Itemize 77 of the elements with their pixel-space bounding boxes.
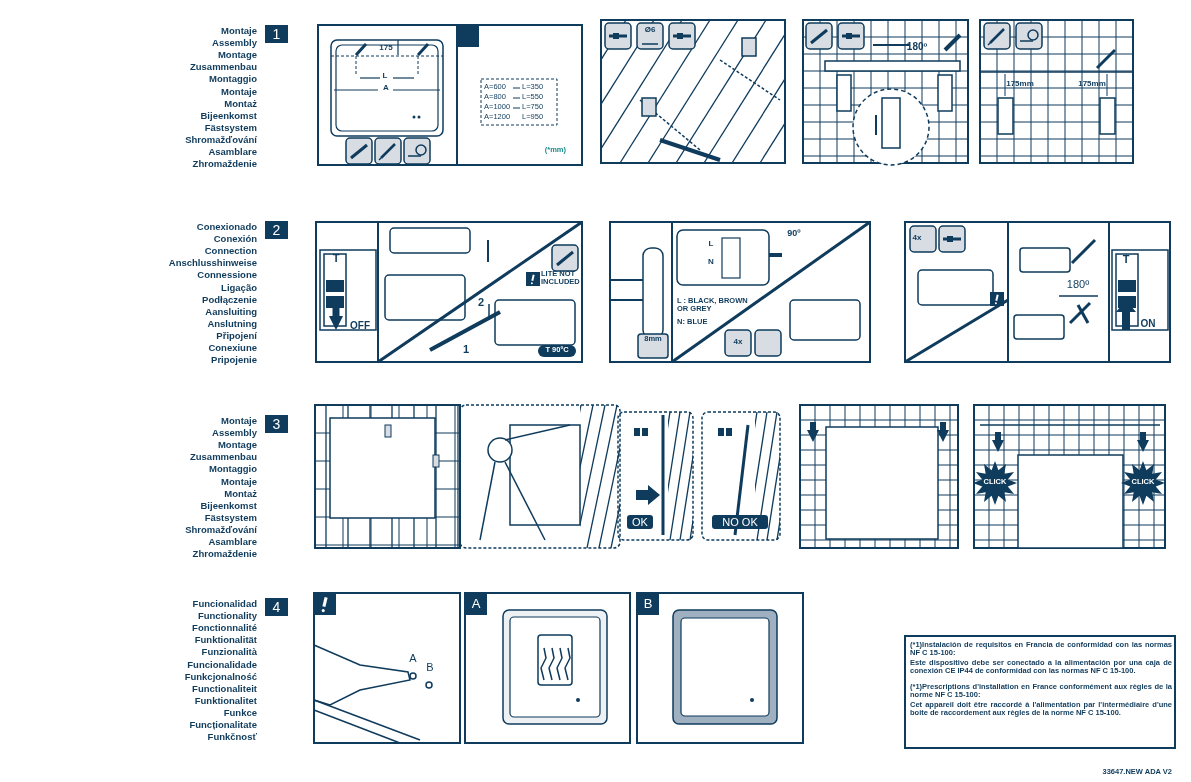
step-title-translation: Funkčnosť	[206, 732, 257, 743]
dimension-value: 175mm	[1077, 80, 1107, 89]
step-number: 3	[265, 415, 288, 433]
wire-label: L	[707, 240, 715, 249]
ok-label: OK	[627, 515, 653, 530]
dimension-label: L	[381, 72, 389, 81]
size-label: Ø6	[643, 26, 657, 35]
mode-letter: B	[642, 597, 654, 612]
step-title-translation: Montaggio	[208, 464, 257, 475]
dimension-value: 175mm	[1005, 80, 1035, 89]
step-title-translation: Funkcjonalność	[183, 671, 257, 683]
step-title-translation: Asamblare	[207, 147, 257, 158]
step-title-translation: Connection	[203, 246, 257, 257]
step-title-translation: Montaje	[220, 86, 257, 97]
step-title-translation: Conexiune	[207, 343, 257, 354]
step-title-translation: Montaggio	[208, 74, 257, 85]
step-title-translation: Functionality	[196, 611, 257, 622]
quantity-label: 4x	[911, 234, 923, 243]
step-number: 4	[265, 598, 288, 616]
step-number: 2	[476, 296, 486, 309]
step-title-translation: Připojení	[215, 330, 257, 342]
step-title-translation: Anschlusshinweise	[167, 258, 257, 269]
on-label: ON	[1139, 318, 1157, 329]
step-title-translation: Shromažďování	[184, 134, 257, 146]
step-title-translation: Shromažďování	[184, 524, 257, 536]
step-title-translation: Montaje	[220, 26, 257, 37]
step-number: 2	[265, 221, 288, 239]
step-title-translation: Zusammenbau	[188, 62, 257, 73]
angle-label: 180º	[905, 41, 929, 52]
step-title-translation: Montaż	[223, 98, 257, 110]
button-label: B	[425, 661, 435, 674]
step-title-translation: Podłączenie	[201, 294, 257, 306]
step-title-translation: Zusammenbau	[188, 452, 257, 463]
not-ok-label: NO OK	[712, 515, 768, 530]
step-title-translation: Zhromaždenie	[191, 159, 257, 170]
step-number: 1	[265, 25, 288, 43]
quantity-label: 4x	[732, 338, 744, 347]
step-title-translation: Conexionado	[195, 222, 257, 233]
step-title-translation: Montage	[216, 50, 257, 61]
step-title-translation: Connessione	[196, 270, 257, 281]
step-title-translation: Functionaliteit	[191, 683, 257, 695]
step-title-translation: Montaż	[223, 488, 257, 500]
angle-label: 180º	[1065, 278, 1091, 291]
dimension-label: A	[382, 84, 390, 93]
step-title-translation: Funzionalità	[200, 647, 257, 658]
step-title-translation: Assembly	[211, 38, 257, 49]
step-title-translation: Montaje	[220, 476, 257, 487]
wire-label: N	[707, 258, 715, 267]
step-title-translation: Asamblare	[207, 537, 257, 548]
step-number: 1	[461, 343, 471, 356]
step-title-translation: Montaje	[220, 416, 257, 427]
switch-label: T	[331, 252, 341, 265]
step-title-translation: Fästsystem	[203, 122, 257, 134]
step-title-translation: Fonctionnalité	[191, 623, 257, 634]
step-title-translation: Aansluiting	[204, 306, 257, 318]
dimension-value: 175	[378, 44, 394, 53]
step-title-translation: Bijeenkomst	[199, 500, 257, 512]
step-title-translation: Ligação	[220, 282, 257, 293]
switch-label: T	[1121, 253, 1131, 266]
step-title-translation: Bijeenkomst	[199, 110, 257, 122]
step-title-translation: Anslutning	[206, 318, 257, 330]
step-title-translation: Montage	[216, 440, 257, 451]
button-label: A	[408, 652, 418, 665]
step-title-translation: Funktionalitet	[193, 695, 257, 707]
step-title-translation: Funkce	[222, 707, 257, 719]
step-title-translation: Conexión	[212, 234, 257, 245]
step-title-translation: Funcionalidade	[186, 659, 257, 670]
step-title-translation: Assembly	[211, 428, 257, 439]
step-title-translation: Fästsystem	[203, 512, 257, 524]
mode-letter: A	[470, 597, 482, 612]
angle-label: 90º	[786, 229, 802, 239]
step-title-translation: Funcționalitate	[188, 720, 257, 731]
step-title-translation: Funcionalidad	[191, 599, 257, 610]
step-title-translation: Funktionalität	[193, 635, 257, 646]
off-label: OFF	[349, 320, 371, 331]
step-title-translation: Pripojenie	[210, 355, 257, 366]
step-title-translation: Zhromaždenie	[191, 549, 257, 560]
